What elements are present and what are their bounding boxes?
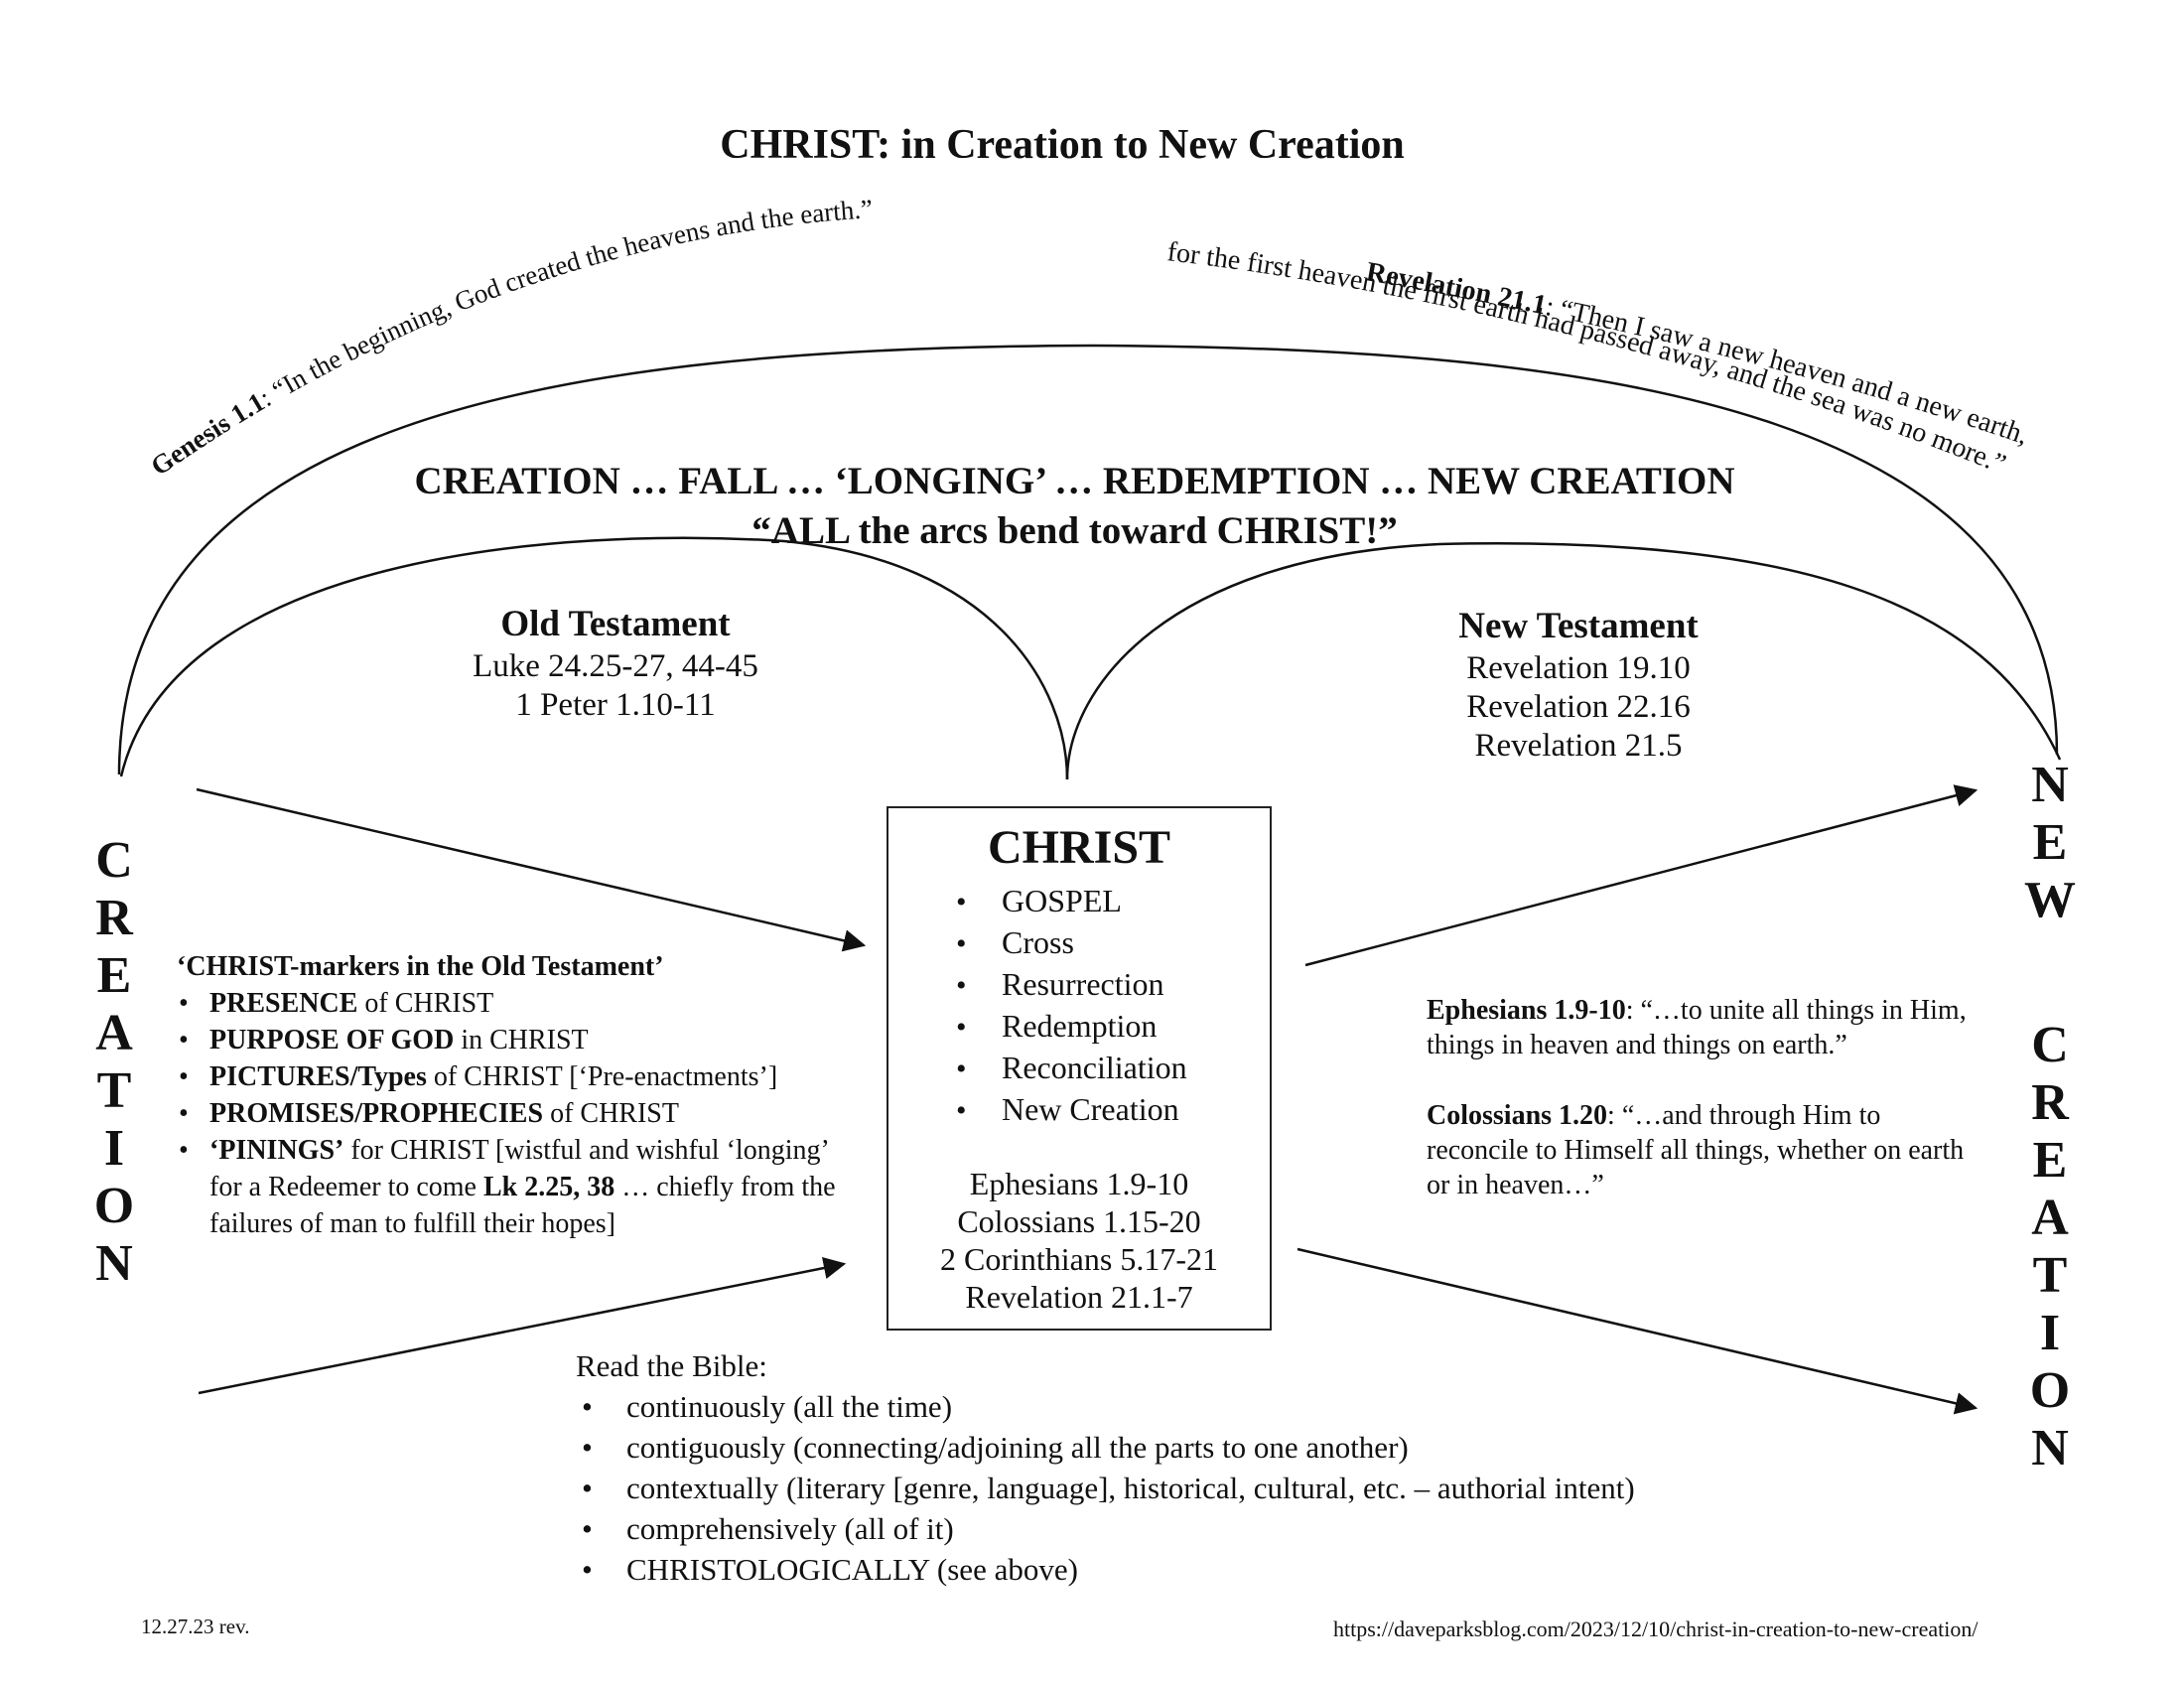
arrow-creation-to-christ-upper bbox=[196, 787, 867, 952]
old-testament-ref: Luke 24.25-27, 44-45 bbox=[473, 648, 758, 684]
outer-arc bbox=[117, 344, 2059, 775]
scripture-quotes: Ephesians 1.9-10: “…to unite all things … bbox=[1427, 993, 1982, 1238]
marker-item: PICTURES/Types of CHRIST [‘Pre-enactment… bbox=[177, 1058, 852, 1095]
new-creation-letter: I bbox=[2039, 1305, 2061, 1361]
creation-letter: C bbox=[95, 832, 133, 889]
christ-list-item: New Creation bbox=[956, 1089, 1270, 1131]
creation-letter: I bbox=[103, 1120, 125, 1177]
creation-letter: R bbox=[95, 890, 133, 946]
creation-letter: N bbox=[95, 1235, 133, 1292]
new-testament-block: New Testament Revelation 19.10 Revelatio… bbox=[1400, 604, 1757, 766]
christ-list-item: Resurrection bbox=[956, 964, 1270, 1006]
christ-ref: 2 Corinthians 5.17-21 bbox=[940, 1241, 1218, 1277]
old-testament-ref: 1 Peter 1.10-11 bbox=[515, 687, 716, 723]
christ-list-item: Reconciliation bbox=[956, 1048, 1270, 1089]
christ-ref: Colossians 1.15-20 bbox=[957, 1203, 1201, 1239]
marker-item: ‘PININGS’ for CHRIST [wistful and wishfu… bbox=[177, 1132, 852, 1242]
christ-list-item: Cross bbox=[956, 922, 1270, 964]
christ-title: CHRIST bbox=[987, 821, 1171, 874]
arc-sequence: CREATION … FALL … ‘LONGING’ … REDEMPTION… bbox=[414, 460, 1735, 502]
markers-heading: ‘CHRIST-markers in the Old Testament’ bbox=[177, 951, 664, 982]
page-title: CHRIST: in Creation to New Creation bbox=[720, 122, 1405, 168]
christ-box: CHRIST GOSPEL Cross Resurrection Redempt… bbox=[887, 806, 1272, 1331]
christ-list: GOSPEL Cross Resurrection Redemption Rec… bbox=[888, 881, 1270, 1131]
read-item: continuously (all the time) bbox=[576, 1386, 1787, 1427]
new-testament-ref: Revelation 21.5 bbox=[1474, 728, 1683, 764]
christ-list-item: GOSPEL bbox=[956, 881, 1270, 922]
creation-letter: E bbox=[96, 947, 132, 1004]
old-testament-block: Old Testament Luke 24.25-27, 44-45 1 Pet… bbox=[437, 602, 794, 725]
new-creation-letter: C bbox=[2031, 1017, 2069, 1073]
christ-refs: Ephesians 1.9-10 Colossians 1.15-20 2 Co… bbox=[888, 1165, 1270, 1316]
new-letter: W bbox=[2024, 872, 2076, 928]
new-creation-letter: O bbox=[2029, 1362, 2071, 1419]
marker-item: PRESENCE of CHRIST bbox=[177, 985, 852, 1022]
new-creation-vertical-label: N E W C R E A T I O N bbox=[2015, 757, 2085, 1477]
new-letter: N bbox=[2031, 757, 2069, 813]
creation-vertical-label: C R E A T I O N bbox=[79, 832, 149, 1293]
creation-letter: A bbox=[95, 1005, 133, 1061]
christ-ref: Revelation 21.1-7 bbox=[965, 1279, 1193, 1315]
genesis-quote: Genesis 1.1: “In the beginning, God crea… bbox=[145, 194, 873, 482]
read-item: CHRISTOLOGICALLY (see above) bbox=[576, 1549, 1787, 1590]
marker-item: PROMISES/PROPHECIES of CHRIST bbox=[177, 1095, 852, 1132]
read-item: contiguously (connecting/adjoining all t… bbox=[576, 1427, 1787, 1468]
old-testament-arc bbox=[119, 536, 1069, 780]
arrow-christ-to-new-creation-upper bbox=[1304, 784, 1979, 967]
new-letter: E bbox=[2032, 814, 2068, 871]
new-creation-letter: A bbox=[2031, 1190, 2069, 1246]
creation-letter: T bbox=[96, 1062, 132, 1119]
quote-colossians: Colossians 1.20: “…and through Him to re… bbox=[1427, 1100, 1965, 1200]
christ-list-item: Redemption bbox=[956, 1006, 1270, 1048]
arrow-christ-to-new-creation-lower bbox=[1297, 1247, 1979, 1415]
new-creation-letter: E bbox=[2032, 1132, 2068, 1189]
marker-item: PURPOSE OF GOD in CHRIST bbox=[177, 1022, 852, 1058]
arc-tagline: “ALL the arcs bend toward CHRIST!” bbox=[751, 509, 1398, 552]
revision-date: 12.27.23 rev. bbox=[141, 1615, 250, 1638]
christ-markers: ‘CHRIST-markers in the Old Testament’ PR… bbox=[177, 948, 852, 1242]
new-testament-arc bbox=[1065, 542, 2062, 780]
read-item: comprehensively (all of it) bbox=[576, 1508, 1787, 1549]
new-testament-ref: Revelation 22.16 bbox=[1466, 689, 1691, 725]
quote-ephesians: Ephesians 1.9-10: “…to unite all things … bbox=[1427, 995, 1967, 1060]
arrow-creation-to-christ-lower bbox=[198, 1256, 847, 1395]
old-testament-heading: Old Testament bbox=[500, 604, 731, 644]
read-heading: Read the Bible: bbox=[576, 1348, 767, 1383]
revelation-quote-line2: for the first heaven the first earth had… bbox=[1165, 236, 2010, 480]
new-creation-letter: N bbox=[2031, 1420, 2069, 1476]
new-testament-ref: Revelation 19.10 bbox=[1466, 650, 1691, 686]
read-item: contextually (literary [genre, language]… bbox=[576, 1468, 1787, 1508]
creation-letter: O bbox=[93, 1178, 135, 1234]
christ-ref: Ephesians 1.9-10 bbox=[969, 1166, 1189, 1201]
new-testament-heading: New Testament bbox=[1458, 606, 1699, 646]
read-the-bible: Read the Bible: continuously (all the ti… bbox=[576, 1345, 1787, 1590]
new-creation-letter: R bbox=[2031, 1074, 2069, 1131]
source-url: https://daveparksblog.com/2023/12/10/chr… bbox=[1333, 1617, 1979, 1641]
new-creation-letter: T bbox=[2032, 1247, 2068, 1304]
